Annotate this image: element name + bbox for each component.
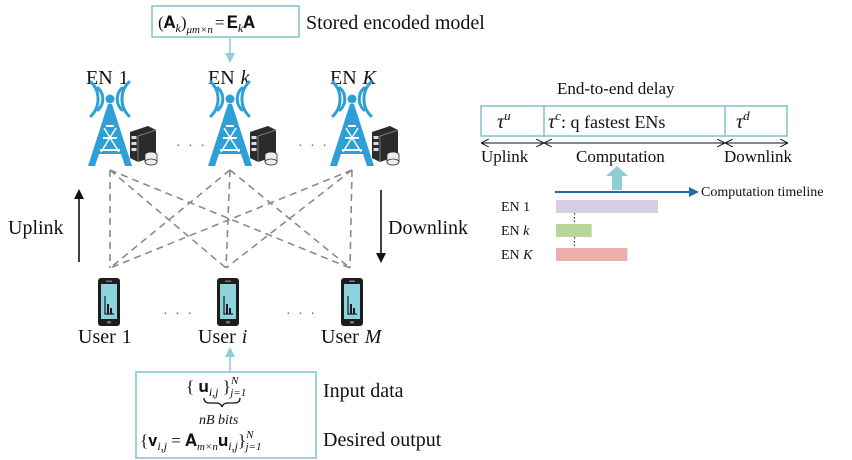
stored-formula-eq: = — [215, 13, 225, 32]
timeline-bar — [556, 200, 658, 213]
user-ellipsis-1: · · · — [163, 307, 194, 322]
timeline-bar — [556, 248, 628, 261]
desired-output-label: Desired output — [323, 429, 442, 451]
timeline-rows: EN 1 ⋮ EN k ⋮ EN K — [501, 200, 658, 263]
seg-computation-label: Computation — [576, 147, 665, 166]
user-1-phone-icon — [97, 277, 121, 327]
stored-formula-dims: μm×n — [186, 24, 214, 36]
en-ellipsis-1: · · · — [176, 139, 207, 154]
timeline-row-label: EN k — [501, 224, 530, 239]
seg-uplink-label: Uplink — [481, 147, 529, 166]
en-K-tower-icon — [328, 80, 376, 168]
stored-formula-lhs-close: ) — [181, 13, 187, 32]
seg-downlink-label: Downlink — [724, 147, 793, 166]
links — [109, 169, 353, 269]
io-box — [135, 371, 317, 459]
user-i-phone-icon — [216, 277, 240, 327]
timeline-label: Computation timeline — [701, 185, 824, 200]
stored-model-box: (𝐀k)μm×n=𝐄k𝐀 — [151, 5, 300, 38]
tau-computation: τc: q fastest ENs — [548, 108, 665, 133]
downlink-label: Downlink — [388, 217, 468, 239]
stored-formula-rhs: 𝐄 — [227, 13, 238, 32]
user-M-phone-icon — [340, 277, 364, 327]
svg-text:(𝐀k)μm×n=𝐄k𝐀: (𝐀k)μm×n=𝐄k𝐀 — [158, 13, 255, 36]
en-k-tower-icon — [206, 80, 254, 168]
timeline-vdots: ⋮ — [569, 212, 580, 224]
uplink-label: Uplink — [8, 217, 64, 239]
tau-downlink: τd — [736, 108, 750, 133]
stored-model-label: Stored encoded model — [306, 12, 485, 34]
en-1-tower-icon — [86, 80, 134, 168]
timeline-vdots: ⋮ — [569, 236, 580, 248]
input-bits-label: nB bits — [199, 413, 239, 428]
stored-formula-lhs: (𝐀 — [158, 13, 176, 32]
input-data-label: Input data — [323, 380, 404, 402]
input-underbrace — [203, 397, 241, 408]
computation-pointer-arrow — [606, 166, 628, 190]
delay-title: End-to-end delay — [557, 79, 675, 98]
timeline-row-label: EN K — [501, 248, 533, 263]
stored-formula-rhs-tail: 𝐀 — [243, 13, 255, 32]
delay-bar — [480, 105, 788, 137]
user-ellipsis-2: · · · — [286, 307, 317, 322]
en-K-server-icon — [371, 125, 400, 166]
en-ellipsis-2: · · · — [298, 139, 329, 154]
stored-formula-rhs-sub: k — [238, 21, 244, 35]
timeline-row-label: EN 1 — [501, 200, 530, 215]
en-1-server-icon — [129, 125, 158, 166]
tau-uplink: τu — [497, 108, 511, 133]
timeline-bar — [556, 224, 592, 237]
stored-formula-lhs-sub: k — [176, 21, 182, 35]
en-k-server-icon — [249, 125, 278, 166]
